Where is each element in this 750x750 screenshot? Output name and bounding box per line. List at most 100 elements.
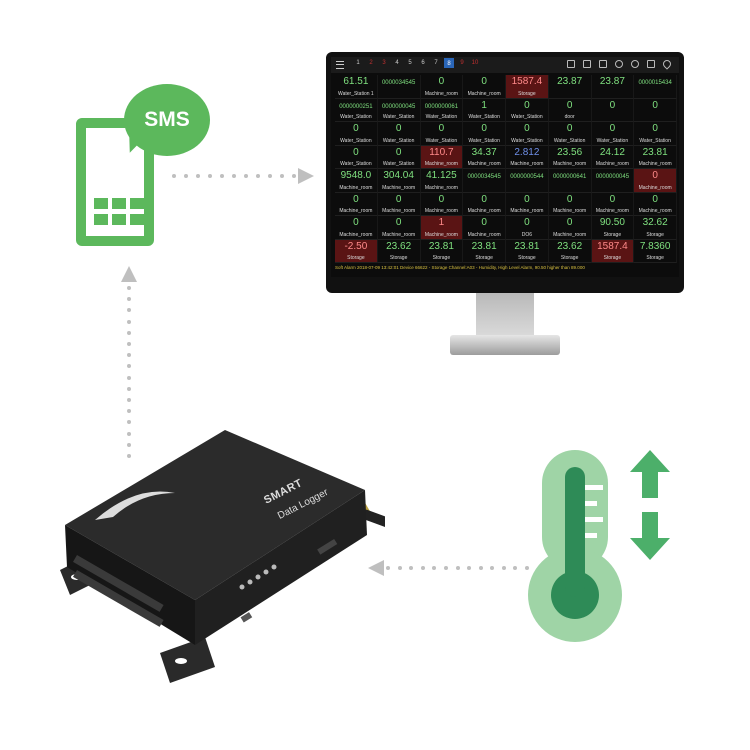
sensor-cell[interactable]: 0000000544 <box>506 169 549 193</box>
sensor-cell[interactable]: 23.87 <box>591 75 635 99</box>
sensor-cell[interactable]: 0000034545 <box>463 169 506 193</box>
sensor-cell[interactable]: 23.87 <box>548 75 592 99</box>
settings-icon[interactable] <box>615 60 623 68</box>
edit-icon[interactable] <box>567 60 575 68</box>
sensor-value: 0 <box>566 217 573 228</box>
sensor-value: 1 <box>481 99 487 111</box>
sensor-value: 0 <box>353 123 359 134</box>
sensor-value: 23.62 <box>557 240 583 252</box>
sensor-name: Water_Station 1 <box>338 90 374 97</box>
mute-icon[interactable] <box>631 60 639 68</box>
page-tab[interactable]: 5 <box>408 60 412 66</box>
sensor-cell[interactable]: 0 <box>591 98 635 122</box>
location-icon[interactable] <box>661 58 673 70</box>
page-tab[interactable]: 6 <box>421 60 425 66</box>
sensor-name: Storage <box>518 90 536 97</box>
page-tab[interactable]: 1 <box>356 60 360 66</box>
up-down-arrows-icon <box>630 450 670 560</box>
print-icon[interactable] <box>647 60 655 68</box>
connector-dot <box>127 342 131 346</box>
menu-icon[interactable] <box>336 61 344 69</box>
sensor-cell[interactable]: 0000034545 <box>377 75 421 99</box>
page-tab[interactable]: 4 <box>395 60 399 66</box>
connector-dot <box>386 566 390 570</box>
connector-dot <box>172 174 176 178</box>
sensor-cell[interactable]: 0000000641 <box>548 169 592 193</box>
page-tab[interactable]: 8 <box>444 58 454 68</box>
page-tab[interactable]: 2 <box>369 60 373 66</box>
sensor-value: 0 <box>652 123 658 134</box>
page-tab[interactable]: 10 <box>471 60 479 66</box>
sensor-value: 0 <box>353 146 359 158</box>
sensor-value: 7.8360 <box>639 240 671 252</box>
sensor-cell[interactable]: 0 <box>634 98 677 122</box>
sensor-value: 23.81 <box>514 240 540 252</box>
sensor-cell[interactable]: 0000000045 <box>591 169 635 193</box>
sensor-name: Machine_room <box>595 161 629 167</box>
save-icon[interactable] <box>583 60 591 68</box>
page-tab[interactable]: 7 <box>434 60 438 66</box>
delete-icon[interactable] <box>599 60 607 68</box>
page-tab[interactable]: 9 <box>460 60 464 66</box>
page-tab[interactable]: 3 <box>382 60 386 66</box>
sensor-value: 0 <box>652 193 658 205</box>
sensor-name: Machine_room <box>424 184 458 191</box>
sensor-cell[interactable]: 0000015434 <box>634 75 677 99</box>
